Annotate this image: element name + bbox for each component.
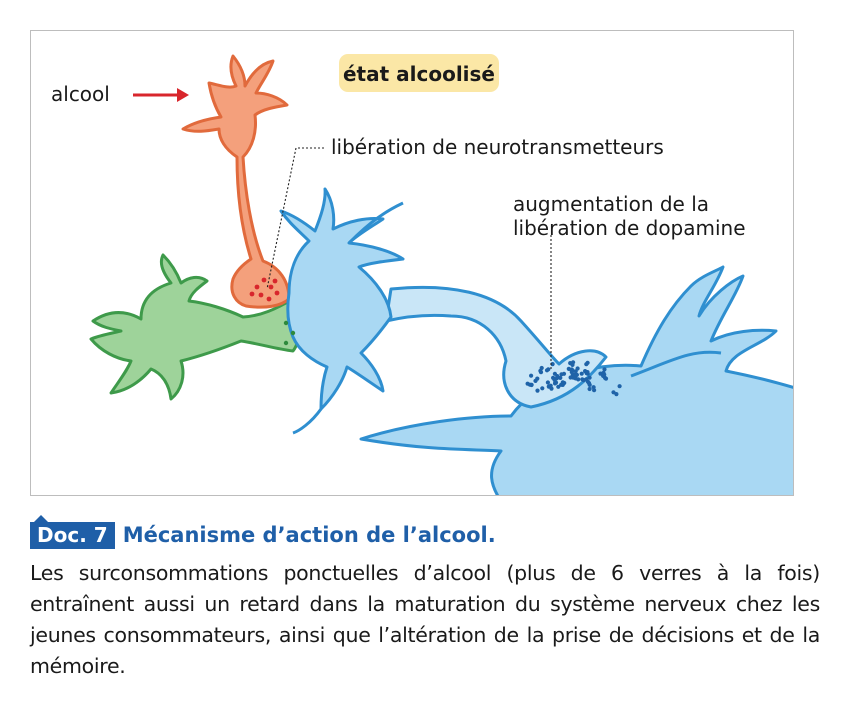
leader-lines <box>266 147 552 371</box>
dopamine-vesicle <box>568 375 573 380</box>
dopamine-vesicle <box>570 362 575 367</box>
dopamine-vesicle <box>535 388 540 393</box>
green-neuron <box>89 253 301 401</box>
dopamine-vesicle <box>533 378 538 383</box>
dopamine-vesicle <box>587 375 592 380</box>
dopamine-vesicle <box>559 382 564 387</box>
dopamine-vesicle <box>587 386 592 392</box>
dopamine-vesicle <box>591 385 596 390</box>
dopamine-vesicle <box>573 376 578 381</box>
caption-text: Les surconsommations ponctuelles d’alcoo… <box>30 561 820 678</box>
dopamine-vesicle <box>555 374 560 379</box>
dopamine-vesicle <box>617 384 622 389</box>
dopamine-vesicle <box>538 370 544 375</box>
label-state: état alcoolisé <box>343 62 495 86</box>
dopamine-vesicle <box>540 386 545 391</box>
dopamine-vesicle <box>580 377 585 382</box>
dopamine-vesicle <box>545 380 551 385</box>
state-badge <box>339 54 499 92</box>
dopamine-vesicle <box>601 373 606 378</box>
diagram-canvas: alcool état alcoolisé libération de neur… <box>51 54 793 495</box>
label-alcool: alcool <box>51 82 110 106</box>
dopamine-vesicle <box>573 369 578 374</box>
caption-header: Doc. 7 Mécanisme d’action de l’alcool. <box>30 514 820 550</box>
label-release: libération de neurotransmetteurs <box>331 135 664 159</box>
dopamine-vesicle <box>552 377 557 383</box>
label-dopamine-line2: libération de dopamine <box>513 216 746 240</box>
dopamine-vesicle <box>585 360 590 365</box>
neurotransmitter-dots <box>249 277 280 302</box>
dopamine-vesicle <box>539 365 544 371</box>
dopamine-vesicle <box>525 381 530 386</box>
dopamine-vesicle <box>544 368 550 373</box>
dopamine-vesicle <box>579 371 584 376</box>
orange-neuron <box>181 54 291 309</box>
dopamine-vesicle <box>569 370 574 375</box>
caption: Doc. 7 Mécanisme d’action de l’alcool. L… <box>30 514 820 682</box>
dopamine-vesicle <box>586 381 592 386</box>
dopamine-dots <box>525 360 622 397</box>
doc-number-badge: Doc. 7 <box>30 514 115 549</box>
dopamine-vesicle <box>529 373 534 378</box>
dopamine-vesicle <box>529 382 534 388</box>
green-dots <box>283 320 296 346</box>
blue-middle-neuron <box>279 187 405 435</box>
label-dopamine-line1: augmentation de la <box>513 192 709 216</box>
dopamine-vesicle <box>611 390 616 395</box>
caption-title: Mécanisme d’action de l’alcool. <box>122 523 496 547</box>
dopamine-vesicle <box>548 383 553 388</box>
neuron-diagram: alcool état alcoolisé libération de neur… <box>30 30 794 496</box>
release-leader-line <box>266 147 324 290</box>
alcool-arrow <box>133 88 189 102</box>
dopamine-vesicle <box>562 380 567 386</box>
dopamine-vesicle <box>559 372 564 377</box>
dopamine-vesicle <box>602 367 607 372</box>
dopamine-vesicle <box>585 370 590 375</box>
blue-axon <box>384 285 608 409</box>
